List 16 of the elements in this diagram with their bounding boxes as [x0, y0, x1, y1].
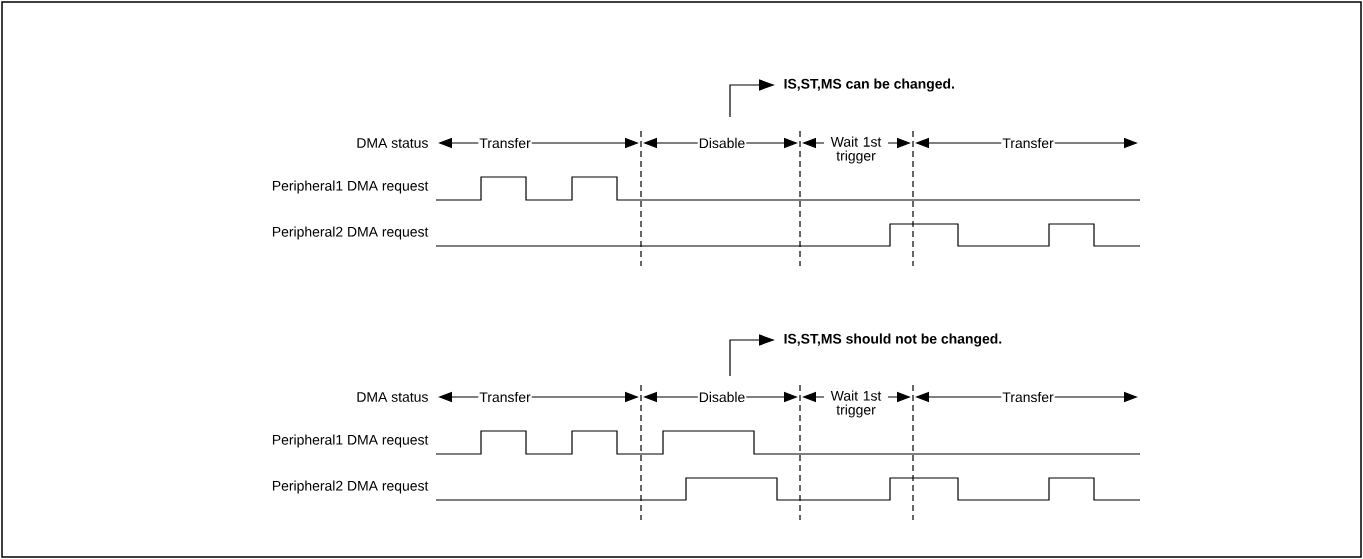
note-text: IS,ST,MS can be changed.	[784, 78, 954, 92]
span-label: Transfer	[478, 136, 532, 150]
span-label: Disable	[697, 390, 747, 404]
span-label: Disable	[697, 136, 747, 150]
row-label: DMA status	[357, 138, 428, 148]
span-label: Transfer	[1001, 390, 1055, 404]
row-label: Peripheral1 DMA request	[272, 434, 429, 448]
row-label: Peripheral2 DMA request	[272, 226, 429, 240]
span-label: Transfer	[478, 390, 532, 404]
row-label: DMA status	[357, 392, 428, 402]
note-text: IS,ST,MS should not be changed.	[784, 333, 1002, 347]
span-label: Transfer	[1001, 136, 1055, 150]
span-label: Wait 1st trigger	[824, 389, 888, 419]
span-label: Wait 1st trigger	[824, 135, 888, 165]
row-label: Peripheral1 DMA request	[272, 180, 429, 194]
row-label: Peripheral2 DMA request	[272, 480, 429, 494]
